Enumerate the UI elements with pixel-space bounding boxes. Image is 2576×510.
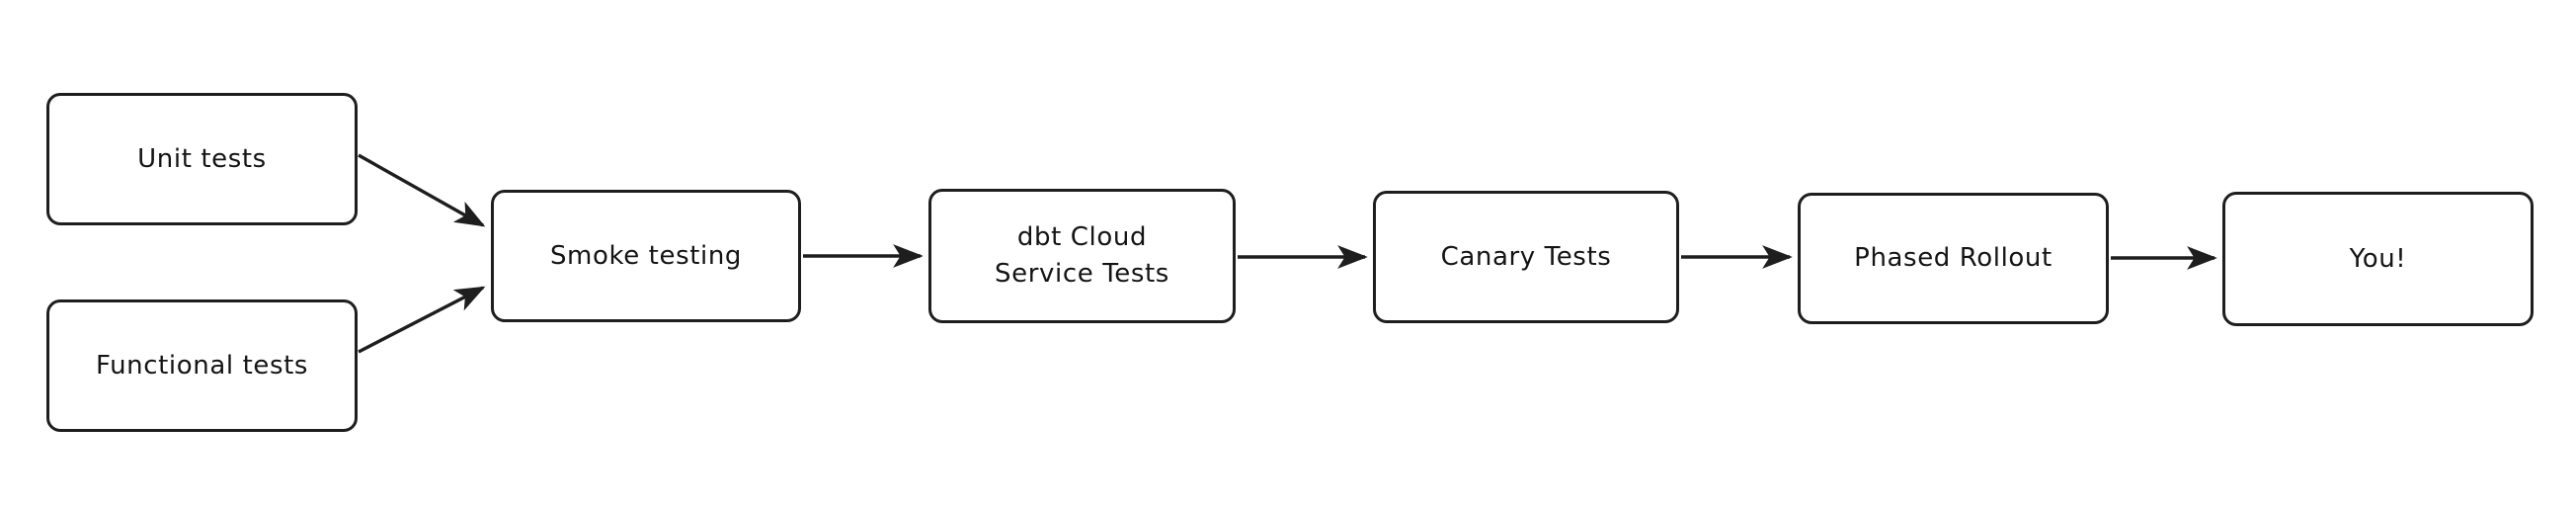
node-canary-tests[interactable]: Canary Tests — [1373, 191, 1679, 323]
node-canary-tests-label: Canary Tests — [1440, 241, 1612, 272]
edge-functional-to-smoke — [358, 286, 486, 354]
node-functional-tests-label: Functional tests — [95, 350, 309, 381]
node-unit-tests-label: Unit tests — [137, 143, 267, 174]
edge-unit-to-smoke — [358, 153, 486, 227]
node-phased-rollout[interactable]: Phased Rollout — [1798, 193, 2109, 324]
node-you-label: You! — [2349, 243, 2407, 274]
node-smoke-testing[interactable]: Smoke testing — [491, 190, 801, 322]
node-smoke-testing-label: Smoke testing — [549, 240, 743, 271]
node-unit-tests[interactable]: Unit tests — [46, 93, 358, 225]
node-phased-rollout-label: Phased Rollout — [1854, 243, 2053, 274]
node-you[interactable]: You! — [2222, 192, 2534, 326]
node-functional-tests[interactable]: Functional tests — [46, 299, 358, 432]
node-dbt-cloud-service-tests[interactable]: dbt Cloud Service Tests — [928, 189, 1236, 323]
node-dbt-cloud-service-tests-label: dbt Cloud Service Tests — [995, 222, 1169, 289]
